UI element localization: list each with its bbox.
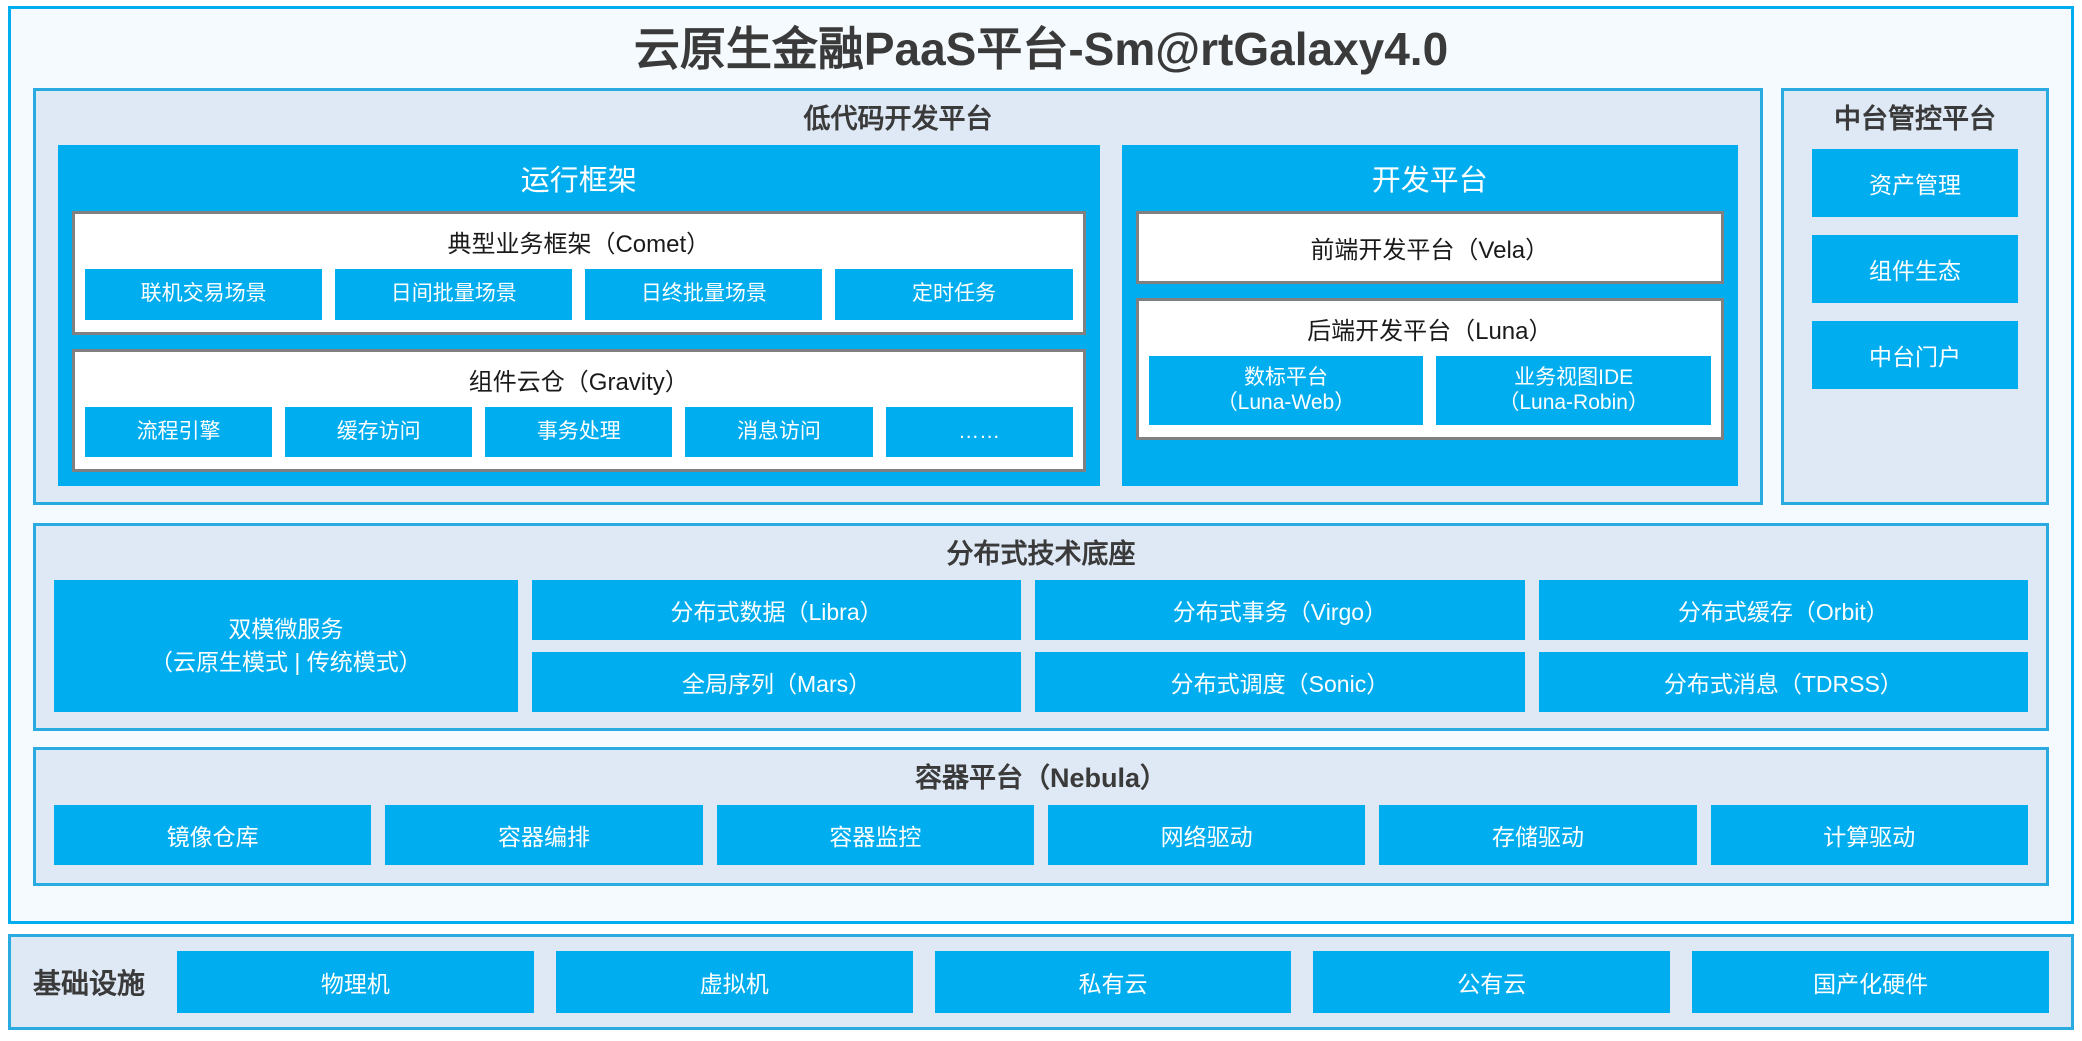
luna-robin-line2: （Luna-Robin） (1498, 391, 1649, 415)
development-platform-box: 开发平台 前端开发平台（Vela） 后端开发平台（Luna） 数标平台 （Lun… (1121, 145, 1738, 486)
luna-web-line2: （Luna-Web） (1216, 391, 1356, 415)
comet-item-2[interactable]: 日终批量场景 (585, 269, 823, 320)
lowcode-platform-title: 低代码开发平台 (803, 103, 993, 134)
control-platform-items: 资产管理 组件生态 中台门户 (1784, 145, 2046, 486)
container-item-compute-driver[interactable]: 计算驱动 (1710, 804, 2028, 865)
distributed-mars[interactable]: 全局序列（Mars） (531, 652, 1022, 713)
upper-region: 低代码开发平台 运行框架 典型业务框架（Comet） 联机交易场景 日间批量场景… (11, 87, 2071, 505)
infrastructure-item-domestic-hardware[interactable]: 国产化硬件 (1692, 951, 2049, 1013)
dual-mode-line1: 双模微服务 (228, 615, 344, 642)
distributed-libra[interactable]: 分布式数据（Libra） (531, 580, 1022, 641)
comet-chip-row: 联机交易场景 日间批量场景 日终批量场景 定时任务 (85, 269, 1073, 320)
control-item-asset-management[interactable]: 资产管理 (1812, 149, 2018, 218)
container-platform-panel: 容器平台（Nebula） 镜像仓库 容器编排 容器监控 网络驱动 存储驱动 计算… (33, 747, 2049, 886)
page-title: 云原生金融PaaS平台-Sm@rtGalaxy4.0 (633, 23, 1449, 75)
gravity-card: 组件云仓（Gravity） 流程引擎 缓存访问 事务处理 消息访问 …… (72, 348, 1086, 472)
distributed-base-panel: 分布式技术底座 双模微服务 （云原生模式 | 传统模式） 分布式数据（Libra… (33, 522, 2049, 732)
container-item-monitoring[interactable]: 容器监控 (716, 804, 1034, 865)
distributed-orbit[interactable]: 分布式缓存（Orbit） (1538, 580, 2028, 641)
comet-item-0[interactable]: 联机交易场景 (85, 269, 323, 320)
infrastructure-item-virtual-machine[interactable]: 虚拟机 (555, 951, 913, 1013)
infrastructure-label: 基础设施 (33, 968, 146, 999)
dual-mode-column: 双模微服务 （云原生模式 | 传统模式） (54, 580, 518, 713)
container-item-storage-driver[interactable]: 存储驱动 (1379, 804, 1697, 865)
infrastructure-bar: 基础设施 物理机 虚拟机 私有云 公有云 国产化硬件 (8, 934, 2074, 1030)
control-item-portal[interactable]: 中台门户 (1812, 321, 2018, 390)
container-platform-items: 镜像仓库 容器编排 容器监控 网络驱动 存储驱动 计算驱动 (36, 804, 2046, 865)
container-item-orchestration[interactable]: 容器编排 (385, 804, 703, 865)
distributed-column-3: 分布式缓存（Orbit） 分布式消息（TDRSS） (1538, 580, 2028, 713)
development-platform-title: 开发平台 (1371, 165, 1488, 198)
dual-mode-line2: （云原生模式 | 传统模式） (150, 649, 422, 676)
luna-card: 后端开发平台（Luna） 数标平台 （Luna-Web） 业务视图IDE （Lu… (1135, 298, 1724, 440)
container-item-image-registry[interactable]: 镜像仓库 (54, 804, 372, 865)
gravity-title: 组件云仓（Gravity） (468, 368, 689, 396)
runtime-framework-box: 运行框架 典型业务框架（Comet） 联机交易场景 日间批量场景 日终批量场景 … (58, 145, 1100, 486)
gravity-item-0[interactable]: 流程引擎 (85, 406, 273, 457)
luna-robin-line1: 业务视图IDE (1514, 366, 1634, 390)
platform-outer-card: 云原生金融PaaS平台-Sm@rtGalaxy4.0 低代码开发平台 运行框架 … (8, 6, 2074, 924)
comet-item-1[interactable]: 日间批量场景 (335, 269, 573, 320)
gravity-chip-row: 流程引擎 缓存访问 事务处理 消息访问 …… (85, 406, 1073, 457)
lowcode-platform-panel: 低代码开发平台 运行框架 典型业务框架（Comet） 联机交易场景 日间批量场景… (33, 87, 1763, 505)
gravity-item-1[interactable]: 缓存访问 (285, 406, 473, 457)
gravity-item-2[interactable]: 事务处理 (485, 406, 673, 457)
vela-card[interactable]: 前端开发平台（Vela） (1135, 211, 1724, 285)
distributed-column-1: 分布式数据（Libra） 全局序列（Mars） (531, 580, 1022, 713)
container-platform-title: 容器平台（Nebula） (914, 763, 1168, 794)
infrastructure-item-physical-machine[interactable]: 物理机 (177, 951, 534, 1013)
distributed-column-2: 分布式事务（Virgo） 分布式调度（Sonic） (1035, 580, 1525, 713)
luna-title: 后端开发平台（Luna） (1307, 318, 1553, 346)
dual-mode-microservice[interactable]: 双模微服务 （云原生模式 | 传统模式） (54, 580, 518, 713)
gravity-item-more[interactable]: …… (885, 406, 1073, 457)
distributed-tdrss[interactable]: 分布式消息（TDRSS） (1538, 652, 2028, 713)
comet-title: 典型业务框架（Comet） (447, 231, 711, 259)
comet-card: 典型业务框架（Comet） 联机交易场景 日间批量场景 日终批量场景 定时任务 (72, 211, 1086, 335)
runtime-framework-title: 运行框架 (520, 165, 637, 198)
distributed-sonic[interactable]: 分布式调度（Sonic） (1035, 652, 1525, 713)
luna-item-luna-web[interactable]: 数标平台 （Luna-Web） (1148, 356, 1424, 425)
comet-item-3[interactable]: 定时任务 (835, 269, 1073, 320)
lowcode-columns: 运行框架 典型业务框架（Comet） 联机交易场景 日间批量场景 日终批量场景 … (36, 145, 1760, 486)
container-item-network-driver[interactable]: 网络驱动 (1047, 804, 1366, 865)
luna-item-luna-robin[interactable]: 业务视图IDE （Luna-Robin） (1436, 356, 1711, 425)
control-platform-title: 中台管控平台 (1834, 103, 1996, 134)
distributed-virgo[interactable]: 分布式事务（Virgo） (1035, 580, 1525, 641)
control-platform-panel: 中台管控平台 资产管理 组件生态 中台门户 (1781, 87, 2049, 505)
infrastructure-item-private-cloud[interactable]: 私有云 (934, 951, 1292, 1013)
gravity-item-3[interactable]: 消息访问 (685, 406, 873, 457)
distributed-base-grid: 双模微服务 （云原生模式 | 传统模式） 分布式数据（Libra） 全局序列（M… (36, 580, 2046, 713)
luna-web-line1: 数标平台 (1243, 366, 1328, 390)
distributed-base-title: 分布式技术底座 (946, 538, 1136, 569)
luna-chip-row: 数标平台 （Luna-Web） 业务视图IDE （Luna-Robin） (1148, 356, 1711, 425)
control-item-component-ecosystem[interactable]: 组件生态 (1812, 235, 2018, 304)
infrastructure-item-public-cloud[interactable]: 公有云 (1313, 951, 1671, 1013)
